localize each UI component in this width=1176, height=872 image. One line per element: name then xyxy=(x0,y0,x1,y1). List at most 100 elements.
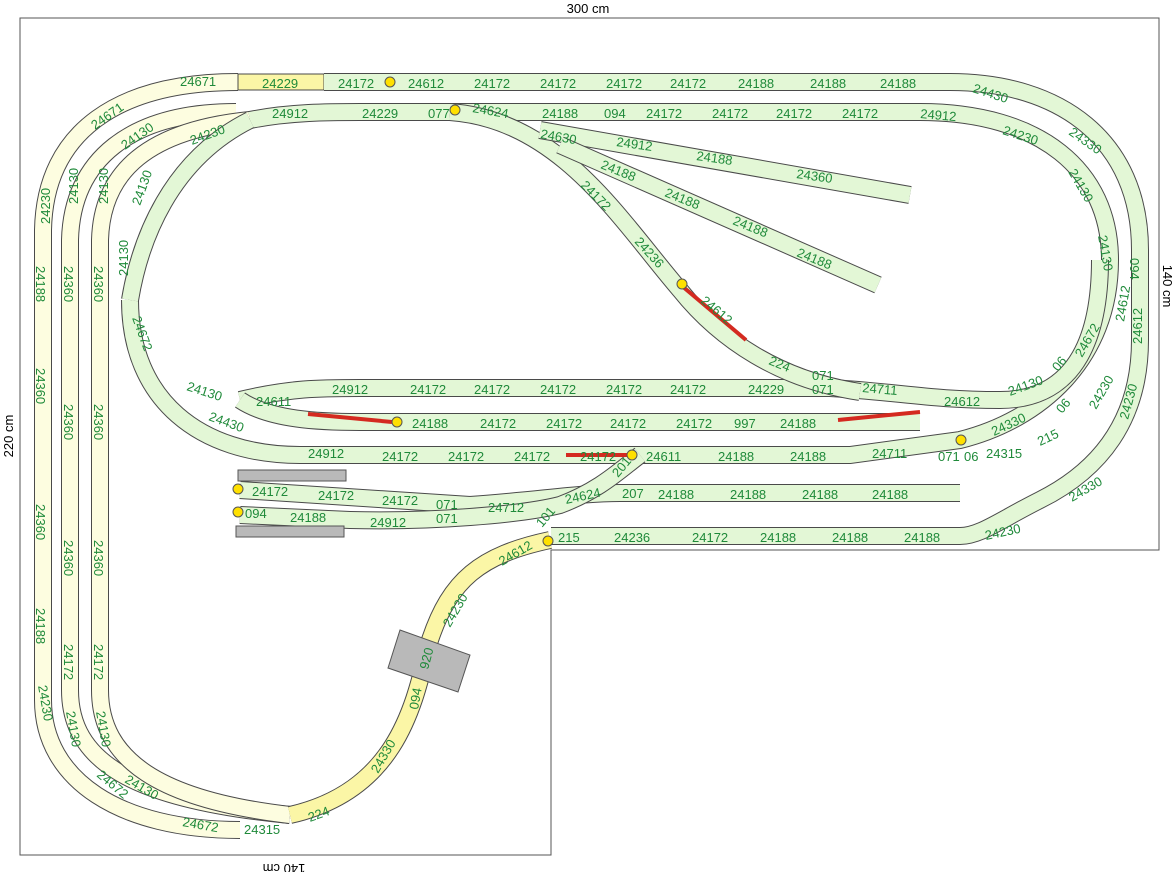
bridge xyxy=(387,629,471,693)
track-label: 24172 xyxy=(61,644,76,680)
track-label: 24230 xyxy=(38,188,53,224)
track-label: 24360 xyxy=(91,266,106,302)
track-label: 24912 xyxy=(616,134,654,154)
track-label: 24130 xyxy=(93,710,114,748)
track-label: 24172 xyxy=(692,530,728,545)
track-label: 071 xyxy=(812,368,834,383)
track-label: 207 xyxy=(622,486,644,501)
track-label: 215 xyxy=(558,530,580,545)
track-label: 24711 xyxy=(872,446,907,461)
signal-4 xyxy=(391,416,403,428)
track-label: 997 xyxy=(734,416,756,431)
uncoupler-3 xyxy=(837,410,921,422)
track-label: 24172 xyxy=(610,416,646,431)
track-label: 24172 xyxy=(448,449,484,464)
track-label: 24188 xyxy=(760,530,796,545)
track-label: 24172 xyxy=(480,416,516,431)
track-label: 24611 xyxy=(646,449,681,464)
track-label: 24229 xyxy=(262,76,298,91)
track-label: 24188 xyxy=(33,608,48,644)
track-label: 24172 xyxy=(676,416,712,431)
track-label: 24230 xyxy=(35,684,56,722)
right-dimension: 140 cm xyxy=(1160,265,1175,308)
track-label: 24360 xyxy=(91,540,106,576)
signal-7 xyxy=(232,483,244,495)
track-label: 24172 xyxy=(670,382,706,397)
track-label: 094 xyxy=(406,687,425,711)
track-label: 06 xyxy=(964,449,978,464)
track-label: 24912 xyxy=(272,106,308,121)
track-label: 24172 xyxy=(580,449,616,464)
track-label: 224 xyxy=(306,803,332,825)
track-label: 24315 xyxy=(986,446,1022,461)
track-label: 24130 xyxy=(63,710,84,748)
track-label: 24172 xyxy=(670,76,706,91)
track-label: 24188 xyxy=(658,487,694,502)
track-label: 24188 xyxy=(718,449,754,464)
signal-3 xyxy=(676,278,688,290)
signal-2 xyxy=(449,104,461,116)
track-label: 24612 xyxy=(408,76,444,91)
track-label: 24130 xyxy=(96,168,111,204)
track-label: 24188 xyxy=(904,530,940,545)
track-label: 920 xyxy=(416,646,436,671)
baseboard-outline xyxy=(19,17,1160,856)
track-label: 24172 xyxy=(540,382,576,397)
track-label: 094 xyxy=(604,106,626,121)
track-label: 24671 xyxy=(180,74,216,89)
width-dimension: 300 cm xyxy=(567,1,610,16)
track-label: 24172 xyxy=(382,449,418,464)
track-label: 24188 xyxy=(790,449,826,464)
track-label: 24172 xyxy=(546,416,582,431)
uncoupler-1 xyxy=(680,284,748,342)
track-label: 24188 xyxy=(880,76,916,91)
track-label: 24172 xyxy=(514,449,550,464)
track-label: 24624 xyxy=(564,485,602,507)
track-label: 24360 xyxy=(91,404,106,440)
track-label: 24172 xyxy=(606,76,642,91)
track-label: 24612 xyxy=(1112,284,1133,322)
track-label: 24130 xyxy=(116,240,131,276)
track-label: 24612 xyxy=(944,394,980,409)
track-label: 071 xyxy=(938,449,960,464)
bottom-dimension: 140 cm xyxy=(263,861,306,872)
track-label: 077 xyxy=(428,106,450,121)
track-label: 24188 xyxy=(696,148,734,168)
track-label: 24188 xyxy=(542,106,578,121)
track-label: 24188 xyxy=(872,487,908,502)
track-label: 24630 xyxy=(539,126,577,147)
track-label: 24712 xyxy=(488,500,524,515)
track-label: 24711 xyxy=(862,380,898,398)
visible-tracks xyxy=(121,73,1149,545)
track-label: 24188 xyxy=(290,510,326,525)
track-label: 071 xyxy=(436,497,458,512)
track-label: 24229 xyxy=(362,106,398,121)
signal-5 xyxy=(626,449,638,461)
track-label: 24360 xyxy=(61,266,76,302)
signal-9 xyxy=(542,535,554,547)
track-label: 24172 xyxy=(252,484,288,499)
track-label: 24188 xyxy=(33,266,48,302)
track-label: 24624 xyxy=(471,100,509,121)
track-label: 24172 xyxy=(410,382,446,397)
track-label: 24236 xyxy=(614,530,650,545)
track-label: 24172 xyxy=(338,76,374,91)
track-label: 24172 xyxy=(540,76,576,91)
track-label: 24188 xyxy=(730,487,766,502)
track-label: 24912 xyxy=(332,382,368,397)
signal-8 xyxy=(232,506,244,518)
track-label: 24172 xyxy=(712,106,748,121)
uncoupler-tracks xyxy=(307,284,921,457)
track-label: 24188 xyxy=(412,416,448,431)
track-label: 24612 xyxy=(1130,308,1145,344)
track-label: 24172 xyxy=(842,106,878,121)
track-label: 24360 xyxy=(33,504,48,540)
signal-1 xyxy=(384,76,396,88)
track-label: 24188 xyxy=(780,416,816,431)
track-label: 24315 xyxy=(244,822,280,837)
track-label: 24912 xyxy=(920,106,957,124)
track-label: 24672 xyxy=(181,814,219,835)
track-label: 071 xyxy=(436,511,458,526)
track-label: 24229 xyxy=(748,382,784,397)
